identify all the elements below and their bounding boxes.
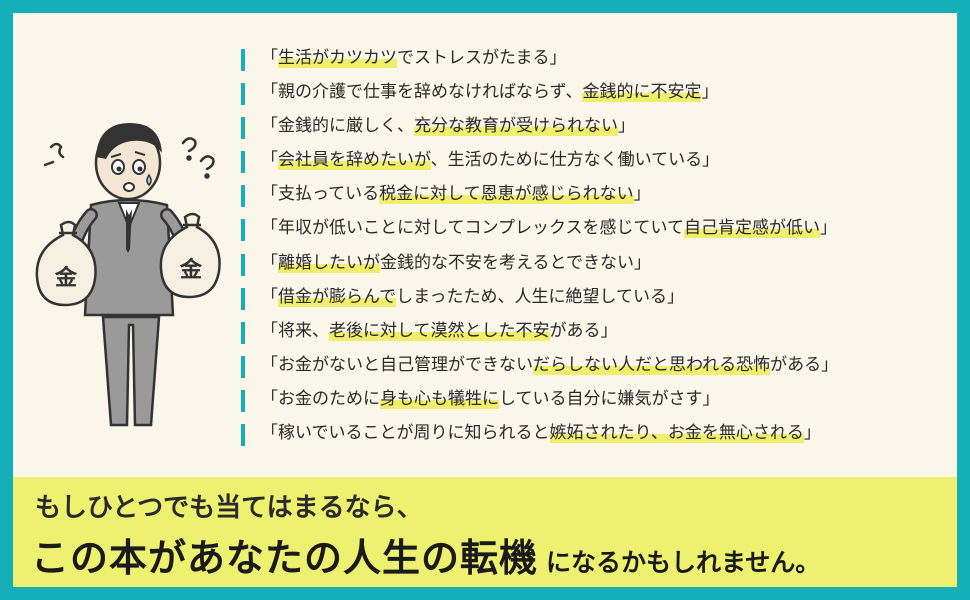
list-item: 「支払っている税金に対して恩恵が感じられない」 — [241, 179, 957, 213]
item-text: 「借金が膨らんでしまったため、人生に絶望している」 — [261, 282, 684, 312]
item-text: 「離婚したいが金銭的な不安を考えるとできない」 — [261, 248, 651, 278]
item-accent-bar — [241, 219, 245, 242]
item-text-plain: 「 — [261, 286, 278, 307]
item-text-plain: 「稼いでいることが周りに知られると — [261, 423, 550, 444]
call-to-action-band: もしひとつでも当てはまるなら、 この本があなたの人生の転機になるかもしれません。 — [13, 477, 957, 587]
item-text: 「親の介護で仕事を辞めなければならず、金銭的に不安定」 — [261, 77, 718, 107]
list-item: 「会社員を辞めたいが、生活のために仕方なく働いている」 — [241, 145, 957, 179]
item-accent-bar — [241, 287, 245, 310]
list-item: 「離婚したいが金銭的な不安を考えるとできない」 — [241, 248, 957, 282]
money-bag-icon: 金 — [35, 220, 97, 307]
item-text-plain: 「将来、 — [261, 320, 329, 341]
item-text-plain: 」 — [803, 423, 821, 444]
item-text-plain: 「 — [261, 150, 278, 171]
item-accent-bar — [241, 151, 245, 174]
worried-businessman-illustration: 金 金 — [35, 123, 221, 427]
worry-marks-icon — [43, 137, 215, 179]
list-item: 「お金がないと自己管理ができないだらしない人だと思われる恐怖がある」 — [241, 350, 957, 384]
list-item: 「親の介護で仕事を辞めなければならず、金銭的に不安定」 — [241, 77, 957, 111]
item-accent-bar — [241, 321, 245, 344]
item-text-plain: 金銭的な不安を考えるとできない」 — [380, 252, 651, 273]
item-text: 「お金がないと自己管理ができないだらしない人だと思われる恐怖がある」 — [261, 350, 838, 380]
item-text-plain: 「 — [261, 48, 278, 68]
list-item: 「年収が低いことに対してコンプレックスを感じていて自己肯定感が低い」 — [241, 213, 957, 247]
item-text: 「支払っている税金に対して恩恵が感じられない」 — [261, 179, 651, 209]
right-bag-label: 金 — [179, 257, 203, 283]
item-text-highlight: 充分な教育が受けられない — [414, 116, 618, 137]
left-bag-label: 金 — [54, 265, 78, 291]
item-text: 「お金のために身も心も犠牲にしている自分に嫌気がさす」 — [261, 384, 720, 414]
item-text-highlight: 嫉妬されたり、お金を無心される — [549, 423, 804, 444]
item-text-plain: 」 — [819, 218, 837, 239]
item-text-highlight: 生活がカツカツ — [278, 48, 397, 68]
money-bag-icon: 金 — [159, 212, 221, 299]
item-text-plain: 「お金のために — [261, 388, 380, 409]
item-text: 「稼いでいることが周りに知られると嫉妬されたり、お金を無心される」 — [261, 418, 821, 448]
cta-headline: この本があなたの人生の転機になるかもしれません。 — [31, 527, 820, 582]
list-item: 「金銭的に厳しく、充分な教育が受けられない」 — [241, 111, 957, 145]
item-text-plain: 、生活のために仕方なく働いている」 — [430, 150, 720, 171]
item-text: 「会社員を辞めたいが、生活のために仕方なく働いている」 — [261, 145, 719, 175]
item-text: 「将来、老後に対して漠然とした不安がある」 — [261, 316, 618, 346]
item-text-highlight: だらしない人だと思われる恐怖 — [533, 354, 771, 375]
item-text-highlight: 老後に対して漠然とした不安 — [329, 320, 550, 341]
cta-headline-main: この本があなたの人生の転機 — [31, 536, 539, 580]
item-accent-bar — [241, 253, 245, 276]
item-accent-bar — [241, 185, 245, 208]
item-text-plain: 」 — [701, 82, 719, 103]
item-text-plain: でストレスがたまる」 — [397, 48, 567, 68]
item-text: 「年収が低いことに対してコンプレックスを感じていて自己肯定感が低い」 — [261, 213, 837, 243]
item-text-plain: 」 — [618, 116, 635, 137]
item-text-highlight: 離婚したいが — [278, 252, 380, 273]
item-accent-bar — [241, 49, 245, 71]
item-accent-bar — [241, 83, 245, 106]
head-icon — [94, 123, 162, 201]
list-item: 「生活がカツカツでストレスがたまる」 — [241, 43, 957, 77]
item-text-plain: 「年収が低いことに対してコンプレックスを感じていて — [261, 218, 684, 239]
item-text-plain: しまったため、人生に絶望している」 — [396, 286, 684, 307]
list-item: 「お金のために身も心も犠牲にしている自分に嫌気がさす」 — [241, 384, 957, 418]
item-text-highlight: 借金が膨らんで — [278, 286, 397, 307]
item-text: 「生活がカツカツでストレスがたまる」 — [261, 43, 567, 73]
item-text-plain: がある」 — [549, 320, 618, 341]
item-text-plain: 「金銭的に厳しく、 — [261, 116, 414, 137]
item-text-highlight: 身も心も犠牲に — [380, 388, 499, 409]
cta-lead-text: もしひとつでも当てはまるなら、 — [35, 493, 423, 523]
list-item: 「借金が膨らんでしまったため、人生に絶望している」 — [241, 282, 957, 316]
item-text-plain: 「お金がないと自己管理ができない — [261, 354, 533, 375]
item-text-plain: 」 — [633, 184, 651, 205]
item-text-highlight: 金銭的に不安定 — [582, 82, 702, 103]
item-text: 「金銭的に厳しく、充分な教育が受けられない」 — [261, 111, 635, 141]
item-accent-bar — [241, 389, 245, 412]
item-text-highlight: 会社員を辞めたいが — [278, 150, 431, 171]
item-accent-bar — [241, 355, 245, 378]
item-text-plain: がある」 — [770, 354, 839, 375]
item-text-highlight: 自己肯定感が低い — [683, 218, 820, 239]
item-accent-bar — [241, 117, 245, 140]
list-item: 「将来、老後に対して漠然とした不安がある」 — [241, 316, 957, 350]
item-text-plain: 「 — [261, 252, 278, 273]
item-text-plain: 「支払っている — [261, 184, 380, 205]
item-accent-bar — [241, 424, 245, 447]
list-item: 「稼いでいることが周りに知られると嫉妬されたり、お金を無心される」 — [241, 418, 957, 452]
item-text-highlight: 税金に対して恩恵が感じられない — [379, 184, 634, 205]
item-text-plain: している自分に嫌気がさす」 — [499, 388, 720, 409]
suit-icon — [62, 198, 196, 427]
item-text-plain: 「親の介護で仕事を辞めなければならず、 — [261, 82, 583, 103]
checklist: 「生活がカツカツでストレスがたまる」 「親の介護で仕事を辞めなければならず、金銭… — [241, 43, 957, 452]
cta-headline-tail: になるかもしれません。 — [546, 548, 821, 577]
